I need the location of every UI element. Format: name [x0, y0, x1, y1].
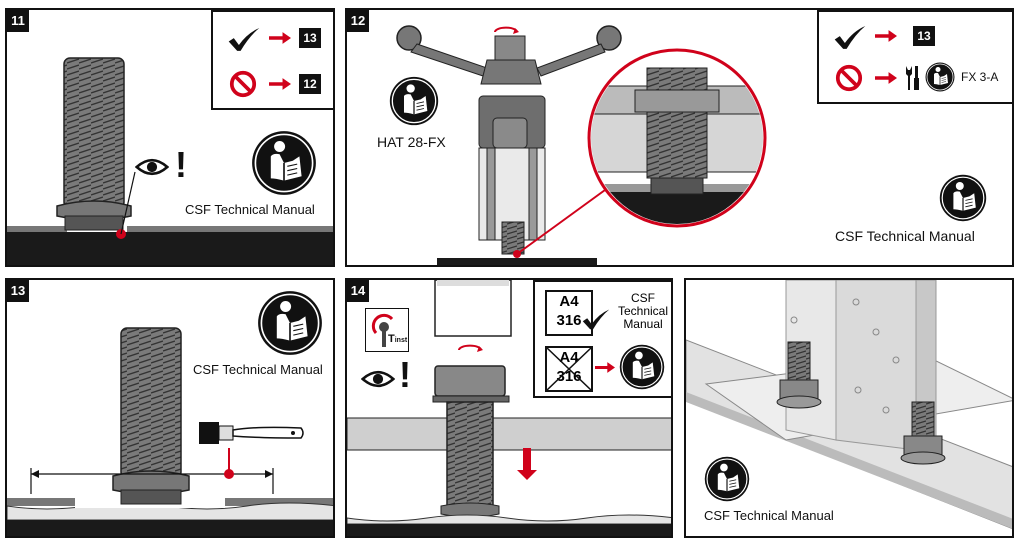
brush-icon — [199, 422, 304, 444]
bolt-illustration — [7, 327, 333, 536]
exclamation-icon: ! — [399, 354, 411, 395]
eye-icon — [361, 368, 395, 390]
manual-label-line: Manual — [623, 317, 663, 331]
grade-top: A4 — [559, 349, 579, 366]
reference-label: FX 3-A — [961, 70, 999, 84]
panel-step-12: 12 HAT 28-FX CSF Technica — [345, 8, 1014, 267]
torque-label: T — [388, 333, 395, 345]
goto-step-box: 12 — [299, 74, 321, 94]
tool-illustration — [396, 25, 767, 265]
exclamation-icon: ! — [175, 144, 187, 185]
prohibited-icon — [229, 70, 257, 98]
step-number: 13 — [7, 280, 29, 302]
arrow-right-icon — [269, 78, 291, 90]
read-manual-icon — [257, 290, 323, 356]
grade-badge-ok: A4 316 — [545, 290, 593, 336]
grade-top: A4 — [559, 293, 579, 310]
arrow-right-icon — [875, 72, 897, 84]
nut-illustration — [347, 280, 671, 536]
manual-label: CSF Technical Manual — [835, 228, 975, 244]
check-icon — [833, 24, 867, 50]
grade-bottom: 316 — [556, 368, 582, 385]
panel-step-14: 14 Tinst ! A4 316 A4 316 — [345, 278, 673, 538]
read-manual-icon — [939, 174, 987, 222]
panel-installed-view: CSF Technical Manual — [684, 278, 1014, 538]
read-manual-icon — [389, 76, 439, 126]
manual-label: CSF Technical Manual — [613, 291, 671, 331]
panel-step-13: 13 CSF Technical Manual — [5, 278, 335, 538]
manual-label-line: Technical — [617, 304, 669, 318]
arrow-right-icon — [595, 362, 615, 373]
goto-step-box: 13 — [913, 26, 935, 46]
wrench-screwdriver-icon — [906, 66, 919, 90]
bolt-illustration — [7, 57, 333, 265]
read-manual-icon — [704, 456, 750, 502]
eye-icon — [135, 156, 169, 178]
decision-box: 13 FX 3-A — [817, 10, 1012, 104]
check-icon — [581, 308, 611, 330]
check-icon — [227, 26, 261, 52]
torque-subscript: inst — [394, 337, 408, 344]
panel-step-11: 11 ! CSF Technical Manual 13 12 — [5, 8, 335, 267]
bracket-illustration — [686, 280, 1012, 529]
tool-label: HAT 28-FX — [377, 134, 446, 150]
arrow-right-icon — [269, 32, 291, 44]
manual-label: CSF Technical Manual — [193, 362, 323, 377]
step-number: 14 — [347, 280, 369, 302]
step-number: 12 — [347, 10, 369, 32]
grade-bottom: 316 — [556, 312, 582, 329]
read-manual-icon — [619, 344, 665, 390]
step-number: 11 — [7, 10, 29, 32]
manual-label: CSF Technical Manual — [185, 202, 315, 217]
read-manual-icon — [251, 130, 317, 196]
read-manual-icon — [925, 62, 955, 92]
torque-wrench-icon: Tinst — [365, 308, 409, 352]
prohibited-icon — [835, 64, 863, 92]
grade-badge-no: A4 316 — [545, 346, 593, 392]
arrow-right-icon — [875, 30, 897, 42]
manual-label-line: CSF — [631, 291, 655, 305]
manual-label: CSF Technical Manual — [704, 508, 834, 523]
goto-step-box: 13 — [299, 28, 321, 48]
decision-box: 13 12 — [211, 10, 333, 110]
cross-icon — [547, 348, 591, 390]
material-box: A4 316 A4 316 CSF Technical Manual — [533, 280, 671, 398]
